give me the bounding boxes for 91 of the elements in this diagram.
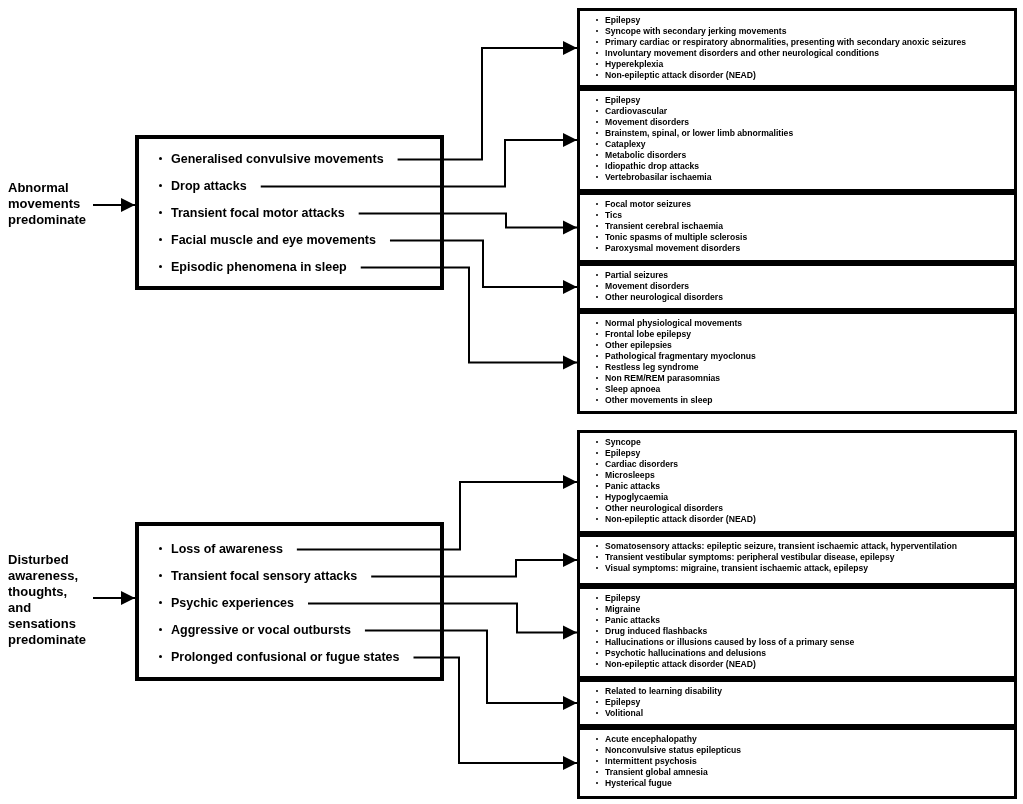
connector-arrow — [370, 553, 578, 578]
list-item: Hallucinations or illusions caused by loss of a primary sense — [596, 637, 1014, 648]
list-item: Other epilepsies — [596, 340, 1014, 351]
list-item: Partial seizures — [596, 270, 1014, 281]
list-item: Paroxysmal movement disorders — [596, 243, 1014, 254]
outcome-box — [577, 8, 1017, 88]
list-item: Metabolic disorders — [596, 150, 1014, 161]
symptom-item: Facial muscle and eye movements — [159, 233, 390, 248]
list-item: Hysterical fugue — [596, 778, 1014, 789]
list-item: Tonic spasms of multiple sclerosis — [596, 232, 1014, 243]
symptom-item: Transient focal motor attacks — [159, 206, 359, 221]
category-label: Abnormal movements predominate — [8, 180, 93, 230]
outcome-box — [577, 311, 1017, 414]
list-item: Volitional — [596, 708, 1014, 719]
symptom-item: Prolonged confusional or fugue states — [159, 650, 414, 665]
connector-arrow — [259, 133, 578, 188]
list-item: Cardiac disorders — [596, 459, 1014, 470]
list-item: Syncope with secondary jerking movements — [596, 26, 1014, 37]
list-item: Involuntary movement disorders and other neurological conditions — [596, 48, 1014, 59]
list-item: Other neurological disorders — [596, 503, 1014, 514]
list-item: Acute encephalopathy — [596, 734, 1014, 745]
list-item: Focal motor seizures — [596, 199, 1014, 210]
list-item: Restless leg syndrome — [596, 362, 1014, 373]
list-item: Panic attacks — [596, 481, 1014, 492]
list-item: Non REM/REM parasomnias — [596, 373, 1014, 384]
list-item: Transient vestibular symptoms: peripheral vestibular disease, epilepsy — [596, 552, 1014, 563]
list-item: Non-epileptic attack disorder (NEAD) — [596, 514, 1014, 525]
list-item: Normal physiological movements — [596, 318, 1014, 329]
list-item: Epilepsy — [596, 697, 1014, 708]
list-item: Idiopathic drop attacks — [596, 161, 1014, 172]
connector-arrow — [363, 629, 578, 710]
connector-arrow — [388, 239, 578, 294]
list-item: Epilepsy — [596, 448, 1014, 459]
list-item: Movement disorders — [596, 281, 1014, 292]
list-item: Epilepsy — [596, 593, 1014, 604]
list-item: Panic attacks — [596, 615, 1014, 626]
list-item: Transient global amnesia — [596, 767, 1014, 778]
list-item: Drug induced flashbacks — [596, 626, 1014, 637]
outcome-box — [577, 88, 1017, 192]
list-item: Primary cardiac or respiratory abnormalities, presenting with secondary anoxic seizures — [596, 37, 1014, 48]
list-item: Movement disorders — [596, 117, 1014, 128]
outcome-box — [577, 534, 1017, 586]
list-item: Cardiovascular — [596, 106, 1014, 117]
list-item: Non-epileptic attack disorder (NEAD) — [596, 659, 1014, 670]
group-box — [135, 522, 444, 681]
symptom-item: Episodic phenomena in sleep — [159, 260, 361, 275]
outcome-box — [577, 192, 1017, 263]
connector-arrow — [412, 656, 578, 770]
symptom-item: Drop attacks — [159, 179, 261, 194]
connector-arrow — [359, 266, 578, 370]
list-item: Sleep apnoea — [596, 384, 1014, 395]
list-item: Somatosensory attacks: epileptic seizure, transient ischaemic attack, hyperventilation — [596, 541, 1014, 552]
group-box — [135, 135, 444, 290]
list-item: Frontal lobe epilepsy — [596, 329, 1014, 340]
list-item: Cataplexy — [596, 139, 1014, 150]
outcome-box — [577, 263, 1017, 311]
list-item: Vertebrobasilar ischaemia — [596, 172, 1014, 183]
list-item: Hypoglycaemia — [596, 492, 1014, 503]
list-item: Epilepsy — [596, 15, 1014, 26]
symptom-item: Transient focal sensory attacks — [159, 569, 372, 584]
symptom-item: Aggressive or vocal outbursts — [159, 623, 365, 638]
symptom-item: Generalised convulsive movements — [159, 152, 398, 167]
connector-arrow — [295, 475, 578, 551]
connector-arrow — [92, 198, 136, 212]
list-item: Hyperekplexia — [596, 59, 1014, 70]
connector-arrow — [357, 212, 578, 235]
list-item: Migraine — [596, 604, 1014, 615]
list-item: Non-epileptic attack disorder (NEAD) — [596, 70, 1014, 81]
symptom-item: Loss of awareness — [159, 542, 297, 557]
list-item: Pathological fragmentary myoclonus — [596, 351, 1014, 362]
outcome-box — [577, 430, 1017, 534]
outcome-box — [577, 679, 1017, 727]
list-item: Nonconvulsive status epilepticus — [596, 745, 1014, 756]
list-item: Psychotic hallucinations and delusions — [596, 648, 1014, 659]
list-item: Tics — [596, 210, 1014, 221]
connector-arrow — [307, 602, 578, 640]
list-item: Syncope — [596, 437, 1014, 448]
outcome-box — [577, 727, 1017, 799]
symptom-item: Psychic experiences — [159, 596, 308, 611]
list-item: Visual symptoms: migraine, transient ischaemic attack, epilepsy — [596, 563, 1014, 574]
list-item: Microsleeps — [596, 470, 1014, 481]
list-item: Related to learning disability — [596, 686, 1014, 697]
list-item: Intermittent psychosis — [596, 756, 1014, 767]
list-item: Other movements in sleep — [596, 395, 1014, 406]
list-item: Transient cerebral ischaemia — [596, 221, 1014, 232]
list-item: Brainstem, spinal, or lower limb abnormalities — [596, 128, 1014, 139]
connector-arrow — [92, 591, 136, 605]
connector-arrow — [396, 41, 578, 161]
list-item: Other neurological disorders — [596, 292, 1014, 303]
outcome-box — [577, 586, 1017, 679]
list-item: Epilepsy — [596, 95, 1014, 106]
